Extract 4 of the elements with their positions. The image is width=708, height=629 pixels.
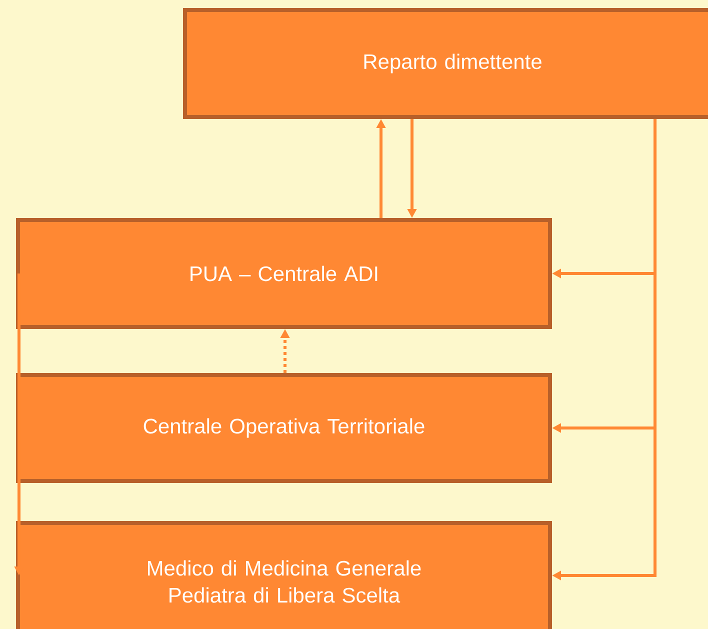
process-box: Reparto dimettente	[183, 8, 708, 119]
process-box: Medico di Medicina Generale Pediatra di Libera Scelta	[16, 521, 552, 629]
process-box: PUA – Centrale ADI	[16, 218, 552, 329]
process-box: Centrale Operativa Territoriale	[16, 373, 552, 483]
